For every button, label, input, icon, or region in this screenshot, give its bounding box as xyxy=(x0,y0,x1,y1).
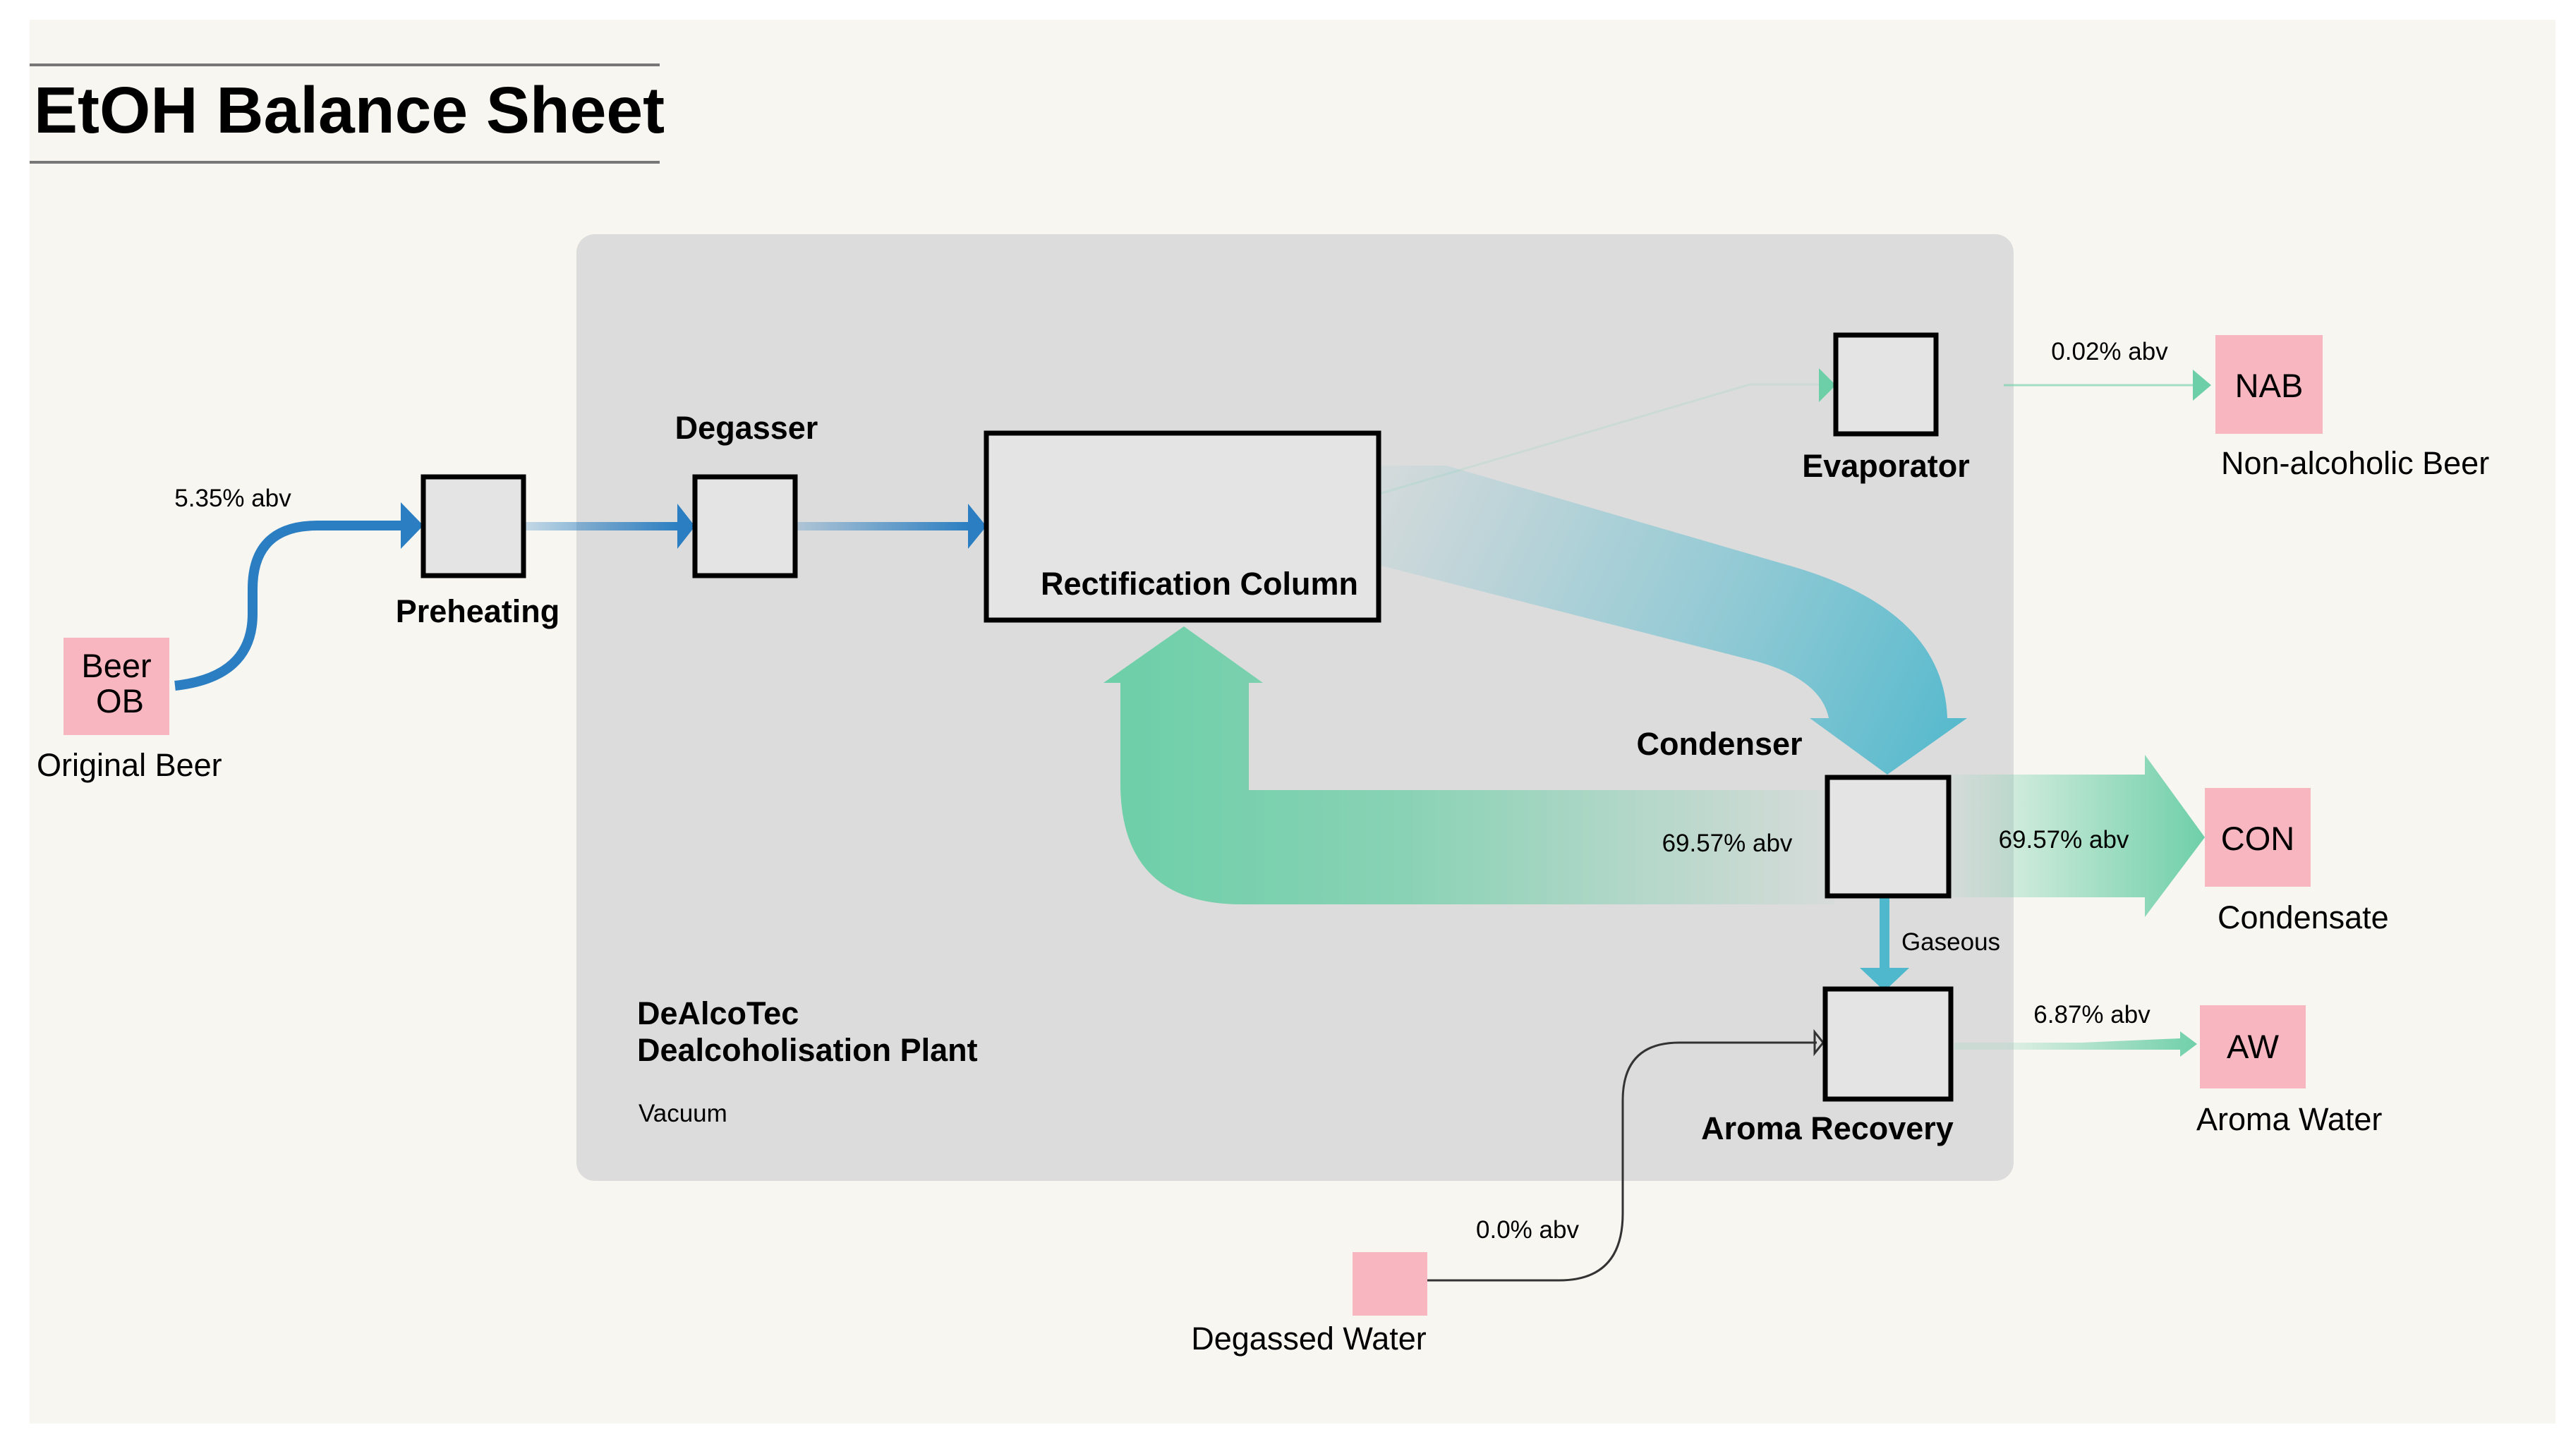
condensate-abv: 69.57% abv xyxy=(1999,826,2129,854)
evaporator-unit xyxy=(1833,332,1939,437)
aroma-water-box-label: AW xyxy=(2227,1028,2280,1065)
original-beer-label: Original Beer xyxy=(37,747,222,783)
aroma-water-label: Aroma Water xyxy=(2196,1101,2382,1137)
aroma-recovery-unit xyxy=(1822,986,1954,1102)
degasser-to-column-flow xyxy=(797,522,970,530)
preheating-unit xyxy=(421,474,526,578)
condenser-label: Condenser xyxy=(1636,726,1802,762)
gaseous-arrow xyxy=(1860,968,1909,991)
degassed-water-flow xyxy=(1422,1041,1817,1282)
condensate-box xyxy=(2205,788,2311,887)
degassed-water-box xyxy=(1353,1252,1427,1316)
plant-name-line2: Dealcoholisation Plant xyxy=(637,1032,978,1068)
aroma-water-flow xyxy=(1954,1031,2197,1057)
column-inlet-arrow xyxy=(968,504,986,549)
nab-label: Non-alcoholic Beer xyxy=(2221,445,2489,481)
beer-arrow xyxy=(401,502,423,549)
original-beer-box xyxy=(63,638,169,735)
gaseous-label: Gaseous xyxy=(1901,928,2000,956)
condenser-unit xyxy=(1825,775,1952,899)
vapor-flow xyxy=(1376,466,1967,775)
rectification-column-unit xyxy=(984,430,1381,623)
original-beer-abv: 5.35% abv xyxy=(174,485,291,512)
degasser-label: Degasser xyxy=(675,410,818,446)
degasser-unit xyxy=(692,474,798,578)
condensate-label: Condensate xyxy=(2218,899,2389,935)
original-beer-box-line1: Beer xyxy=(81,647,151,684)
plant-mode: Vacuum xyxy=(639,1100,727,1127)
degassed-water-arrow xyxy=(1813,1029,1825,1057)
gaseous-flow xyxy=(1880,897,1889,975)
aroma-water-box xyxy=(2200,1005,2306,1088)
preheating-label: Preheating xyxy=(396,593,560,629)
nab-box xyxy=(2215,335,2323,434)
condensate-flow xyxy=(1947,755,2205,917)
evaporator-inlet-arrow xyxy=(1819,368,1836,402)
condenser-reflux-abv: 69.57% abv xyxy=(1662,830,1793,857)
degassed-water-label: Degassed Water xyxy=(1191,1321,1426,1357)
nab-box-label: NAB xyxy=(2235,367,2304,404)
original-beer-box-line2: OB xyxy=(96,682,144,720)
evaporator-label: Evaporator xyxy=(1802,448,1970,484)
degasser-inlet-arrow xyxy=(677,504,695,549)
reflux-flow xyxy=(1103,626,1834,904)
beer-flow xyxy=(174,521,402,691)
nab-arrow xyxy=(2193,370,2211,401)
condensate-box-label: CON xyxy=(2221,820,2294,857)
page-title: EtOH Balance Sheet xyxy=(34,73,665,147)
rectification-column-label: Rectification Column xyxy=(1041,566,1358,602)
plant-area xyxy=(576,234,2014,1181)
nab-abv: 0.02% abv xyxy=(2051,338,2168,365)
aroma-water-abv: 6.87% abv xyxy=(2033,1001,2150,1029)
degassed-water-abv: 0.0% abv xyxy=(1476,1216,1579,1244)
aroma-recovery-label: Aroma Recovery xyxy=(1701,1110,1954,1146)
column-to-evaporator-flow xyxy=(1379,383,1820,495)
preheating-to-degasser-flow xyxy=(526,522,679,530)
plant-name-line1: DeAlcoTec xyxy=(637,995,799,1031)
